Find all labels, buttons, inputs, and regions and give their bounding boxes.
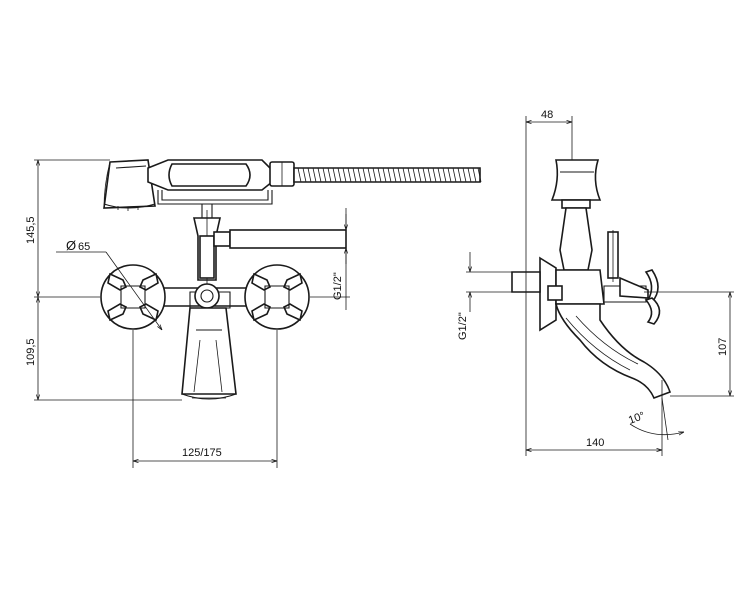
side-spout xyxy=(554,303,672,400)
shower-cradle xyxy=(157,190,273,218)
front-view: 145,5 109,5 125/175 G1/2" Ø 65 xyxy=(25,159,482,468)
front-spout xyxy=(181,307,237,400)
dimension-thread-side: G1/2" xyxy=(457,312,469,340)
side-construction-lines xyxy=(466,116,734,456)
front-construction-lines xyxy=(34,159,350,468)
dimension-height-lower: 109,5 xyxy=(25,338,37,366)
hand-shower-head xyxy=(103,159,156,211)
dimension-top-width: 48 xyxy=(541,109,553,121)
dimension-angle: 10° xyxy=(627,410,647,427)
dimension-diameter: 65 xyxy=(78,241,90,253)
left-cross-handle xyxy=(100,264,166,330)
diverter-knob xyxy=(213,229,347,249)
side-dimensions xyxy=(470,122,730,450)
mixer-body xyxy=(149,283,265,309)
diameter-symbol: Ø xyxy=(66,238,76,253)
front-dimensions xyxy=(38,160,346,461)
dimension-height-upper: 145,5 xyxy=(25,216,37,244)
right-cross-handle xyxy=(244,264,310,330)
side-top-handle xyxy=(550,159,602,209)
dimension-depth: 140 xyxy=(586,437,604,449)
side-cross-handle xyxy=(619,269,661,325)
shower-handle xyxy=(147,159,295,191)
shower-hose xyxy=(293,167,482,183)
dimension-thread-front: G1/2" xyxy=(332,272,344,300)
dimension-side-height: 107 xyxy=(717,338,729,356)
dimension-centers: 125/175 xyxy=(182,447,222,459)
side-view: 48 140 107 G1/2" 10° xyxy=(457,109,734,456)
